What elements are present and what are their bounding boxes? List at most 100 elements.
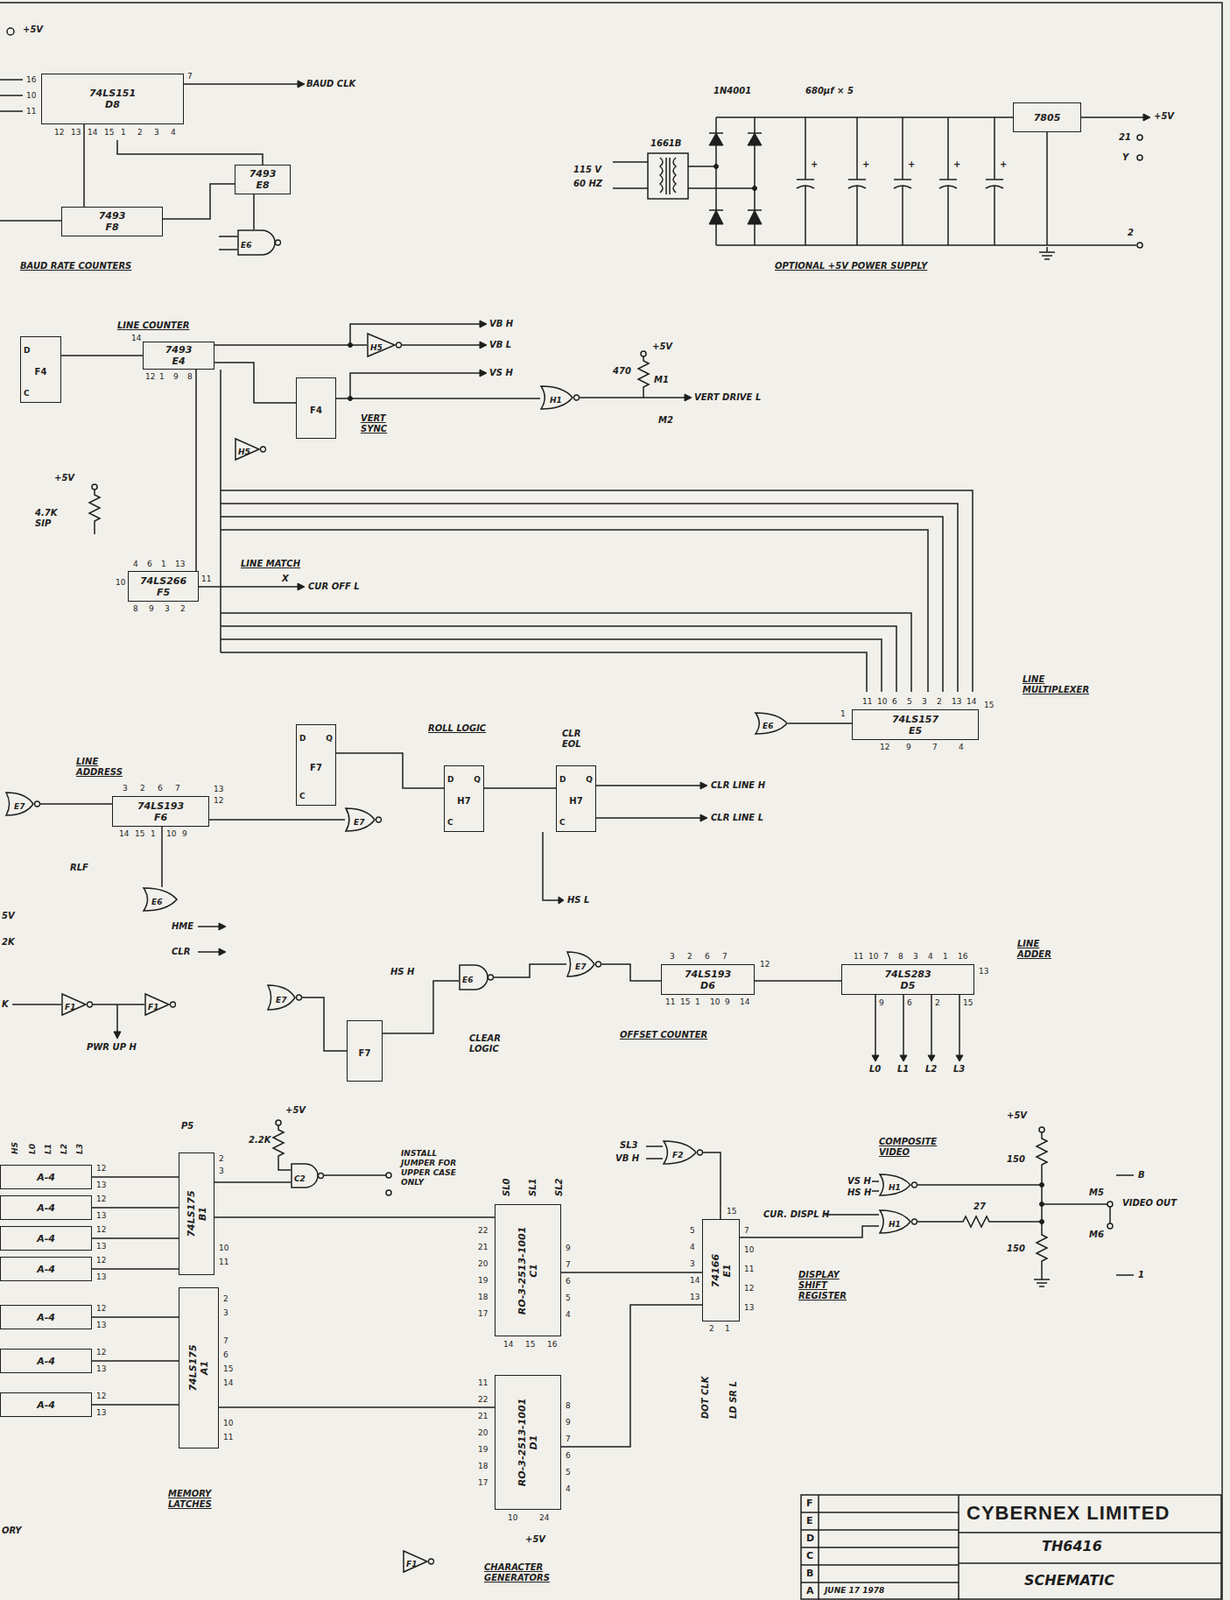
label-anchor: 2 — [687, 951, 693, 961]
pin-number: 11 — [26, 106, 36, 116]
label-anchor: L2 — [59, 1143, 70, 1154]
wire-connector — [91, 1237, 179, 1239]
label-anchor: 10 — [868, 951, 879, 961]
label-anchor: 18 — [477, 1292, 488, 1301]
pin-number: 2 — [709, 1323, 715, 1333]
pin-number: 13 — [175, 559, 185, 569]
pin-number: 7 — [722, 951, 728, 961]
signal-name: P5 — [181, 1120, 194, 1132]
label-anchor: L3 — [953, 1063, 965, 1075]
pin-number: 15 — [984, 700, 994, 710]
pin-number: 6 — [147, 559, 153, 569]
wire-line — [91, 1403, 179, 1406]
chip-text-group: A-4 — [36, 1232, 56, 1245]
signal-name: SL3 — [619, 1139, 639, 1151]
pin-number: 12 — [96, 1255, 106, 1265]
part-number: A-4 — [36, 1398, 56, 1411]
logic-gate: E7 — [344, 807, 382, 832]
signal-name: M1 — [653, 374, 669, 386]
gate-label-holder: E7 — [14, 795, 25, 813]
signal-name: + — [862, 159, 870, 170]
gate-outline — [541, 386, 573, 409]
pin-letter-holder: C — [447, 811, 454, 829]
pin-number: 7 — [175, 783, 181, 793]
section-title: LINE MATCH — [240, 558, 301, 570]
label-anchor: 12 — [744, 1283, 754, 1293]
signal-name: HS H — [847, 1187, 872, 1198]
gate-label-holder: E7 — [353, 811, 365, 829]
pin-number: 2 — [936, 696, 942, 706]
gate-label-holder: F1 — [406, 1553, 417, 1570]
label-anchor: HS — [10, 1141, 21, 1154]
signal-name: LD SR L — [728, 1380, 739, 1419]
label-anchor: L2 — [925, 1063, 937, 1075]
pin-number: 13 — [96, 1180, 106, 1189]
label-anchor: K — [1, 998, 9, 1010]
pin-number: 22 — [477, 1225, 488, 1235]
section-title: LINE COUNTER — [117, 320, 190, 331]
pin-letter-holder: D — [299, 727, 306, 745]
signal-name: VS H — [489, 367, 514, 379]
part-number: A-4 — [36, 1311, 56, 1323]
label-anchor: 8 — [187, 372, 193, 381]
pin-letter: Q — [473, 774, 481, 784]
flip-flop: F4 — [295, 377, 337, 439]
chip-box: 7805 — [1012, 102, 1082, 133]
wire-connector — [91, 1360, 179, 1362]
pin-number: 9 — [182, 829, 188, 838]
drawing-title: SCHEMATIC — [1024, 1571, 1115, 1589]
label-anchor: LINE ADDRESS — [76, 756, 120, 778]
label-anchor: 21 — [477, 1411, 488, 1420]
wire-connector — [787, 723, 852, 724]
label-anchor: 3 — [154, 127, 160, 137]
signal-name: +5V — [22, 24, 43, 36]
pin-number: 2 — [223, 1293, 229, 1303]
gate-outline — [755, 712, 788, 734]
label-anchor: CLEAR LOGIC — [469, 1033, 514, 1055]
section-title: MEMORY LATCHES — [168, 1488, 243, 1510]
label-anchor: L1 — [43, 1143, 54, 1154]
pin-number: 5 — [906, 696, 913, 706]
signal-name: +5V — [1153, 111, 1174, 122]
pin-number: 7 — [187, 71, 193, 81]
label-anchor: 4 — [170, 127, 176, 137]
signal-name: DOT CLK — [700, 1375, 711, 1419]
signal-name: CLR LINE L — [710, 812, 764, 823]
label-anchor: 4 — [565, 1483, 571, 1493]
logic-gate: E7 — [5, 791, 41, 816]
label-anchor: 13 — [96, 1210, 106, 1220]
signal-name: +5V — [54, 472, 75, 484]
label-anchor: 3 — [218, 1166, 225, 1175]
revision-letter: C — [806, 1549, 814, 1562]
label-anchor: 2 — [137, 127, 143, 137]
logic-gate: E6 — [142, 886, 178, 912]
wire-connector — [84, 124, 85, 207]
wire-connector — [561, 1272, 703, 1273]
pin-number: 10 — [709, 997, 720, 1006]
revision-letter: A — [806, 1584, 815, 1597]
part-number: A-4 — [36, 1201, 56, 1214]
gate-outline — [367, 333, 395, 357]
pin-number: 9 — [565, 1417, 571, 1427]
label-anchor: + — [953, 159, 961, 170]
label-anchor: 19 — [477, 1444, 488, 1454]
label-anchor: 3 — [921, 696, 928, 706]
section-title: BAUD RATE COUNTERS — [20, 260, 132, 272]
wire-connector — [218, 1406, 495, 1408]
pin-number: 3 — [154, 127, 160, 137]
chip-box: 74LS283D5 — [841, 963, 975, 995]
logic-gate: E6 — [458, 963, 494, 991]
gate-label-holder: C2 — [294, 1166, 306, 1184]
label-anchor: 13 — [96, 1272, 106, 1281]
note-text: INSTALL JUMPER FOR UPPER CASE ONLY — [400, 1148, 463, 1188]
label-anchor: 9 — [565, 1243, 571, 1252]
pin-number: 15 — [223, 1363, 233, 1373]
pin-number: 4 — [958, 742, 964, 752]
chip-text-group: 7493F8 — [98, 210, 127, 233]
chip-text-group: A-4 — [36, 1311, 56, 1323]
signal-name: PWR UP H — [86, 1041, 137, 1053]
signal-name: 2.2K — [248, 1134, 271, 1146]
chip-box: 7493E4 — [142, 341, 215, 370]
label-anchor: 9 — [182, 829, 188, 838]
pin-number: 7 — [883, 951, 889, 961]
